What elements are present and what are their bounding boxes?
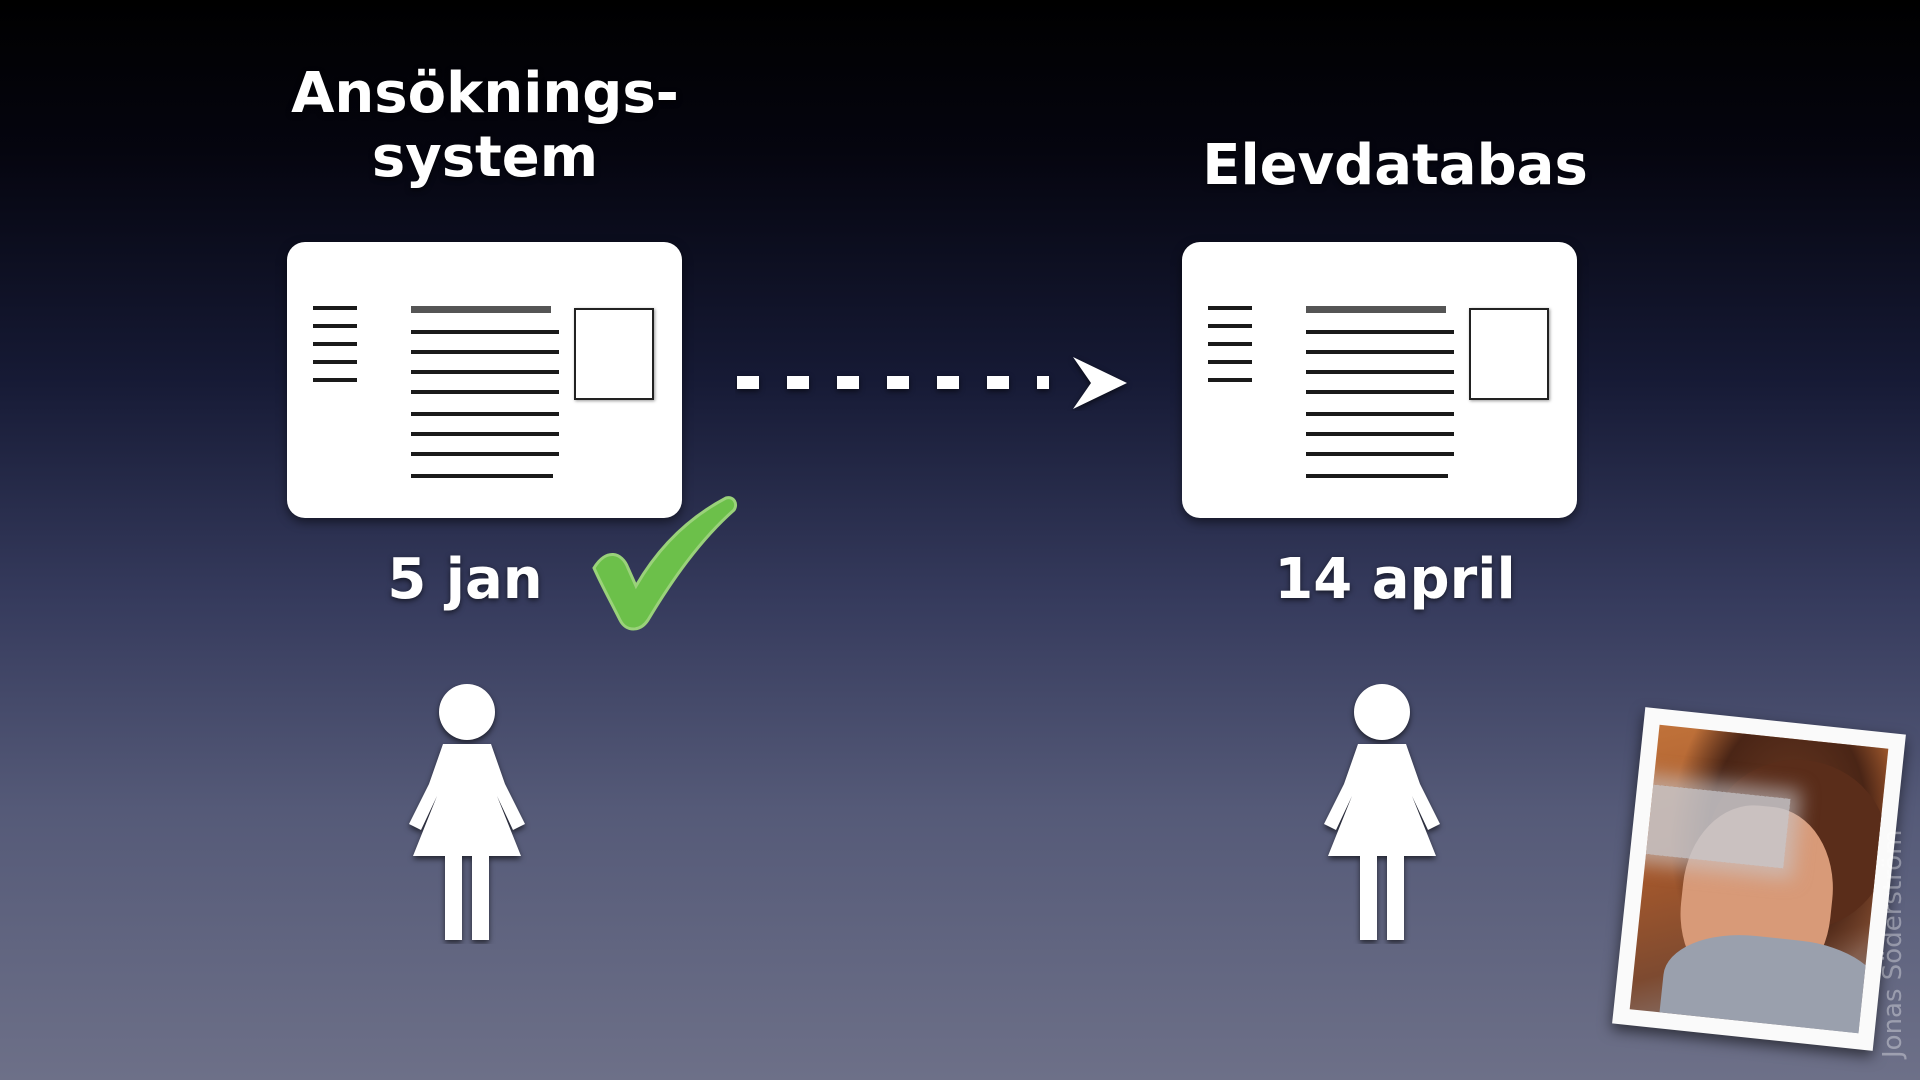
photo-placeholder xyxy=(1469,308,1549,400)
polaroid-photo xyxy=(1612,707,1906,1051)
application-system-heading-line1: Ansöknings- xyxy=(280,62,690,126)
application-date: 5 jan xyxy=(330,548,600,612)
woman-icon xyxy=(397,684,537,944)
student-document-card xyxy=(1182,242,1577,518)
checkmark-icon xyxy=(588,496,738,631)
photo-credit: Jonas Söderström xyxy=(1878,830,1908,1059)
database-date: 14 april xyxy=(1245,548,1545,612)
person-photo xyxy=(1630,725,1889,1033)
application-system-heading: Ansöknings- system xyxy=(280,62,690,190)
photo-placeholder xyxy=(574,308,654,400)
dashed-arrow-icon xyxy=(735,355,1135,411)
application-document-card xyxy=(287,242,682,518)
woman-icon xyxy=(1312,684,1452,944)
student-database-heading: Elevdatabas xyxy=(1160,134,1630,198)
application-system-heading-line2: system xyxy=(280,126,690,190)
